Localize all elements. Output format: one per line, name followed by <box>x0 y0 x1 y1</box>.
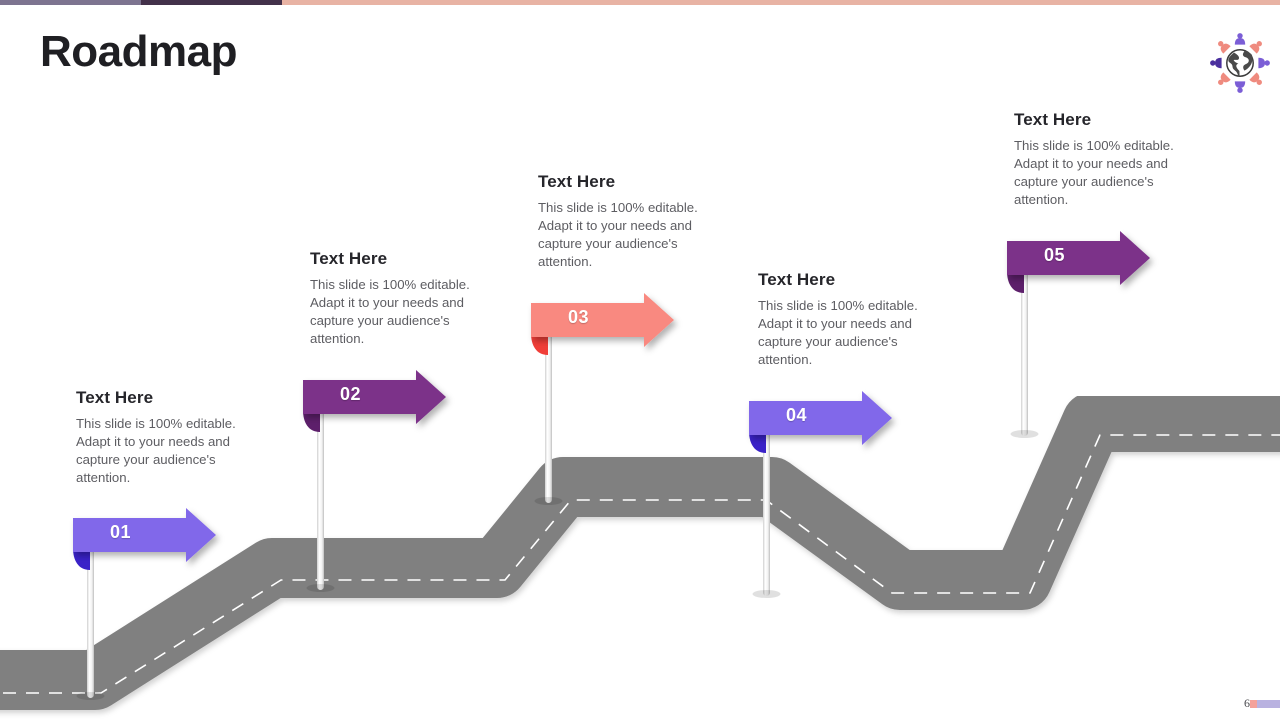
flag-03[interactable]: 03 <box>520 285 760 505</box>
top-accent-bar <box>0 0 1280 5</box>
milestone-heading: Text Here <box>1014 110 1092 129</box>
milestone-body: This slide is 100% editable. Adapt it to… <box>1014 138 1174 207</box>
top-accent-segment-2 <box>141 0 282 5</box>
milestone-heading: Text Here <box>538 172 616 191</box>
milestone-body: This slide is 100% editable. Adapt it to… <box>758 298 918 367</box>
top-accent-segment-1 <box>0 0 141 5</box>
page-number: 6 <box>1244 696 1250 710</box>
flag-05[interactable]: 05 <box>996 223 1236 438</box>
milestone-body: This slide is 100% editable. Adapt it to… <box>310 277 470 346</box>
milestone-body: This slide is 100% editable. Adapt it to… <box>538 200 698 269</box>
milestone-04[interactable]: Text Here This slide is 100% editable. A… <box>758 270 918 368</box>
milestone-03[interactable]: Text Here This slide is 100% editable. A… <box>538 172 698 270</box>
page-bar-segment-a <box>1250 700 1257 708</box>
milestone-heading: Text Here <box>310 249 388 268</box>
milestone-body: This slide is 100% editable. Adapt it to… <box>76 416 236 485</box>
flag-02[interactable]: 02 <box>292 362 532 592</box>
page-bar-segment-b <box>1257 700 1280 708</box>
milestone-heading: Text Here <box>76 388 154 407</box>
flag-01[interactable]: 01 <box>62 500 302 700</box>
flag-04[interactable]: 04 <box>738 383 978 598</box>
page-number-bar <box>1250 700 1280 708</box>
milestone-05[interactable]: Text Here This slide is 100% editable. A… <box>1014 110 1174 208</box>
globe-people-logo <box>1205 28 1275 98</box>
page-title: Roadmap <box>40 27 237 76</box>
milestone-02[interactable]: Text Here This slide is 100% editable. A… <box>310 249 470 347</box>
milestone-01[interactable]: Text Here This slide is 100% editable. A… <box>76 388 236 486</box>
milestone-heading: Text Here <box>758 270 836 289</box>
top-accent-segment-3 <box>282 0 1280 5</box>
